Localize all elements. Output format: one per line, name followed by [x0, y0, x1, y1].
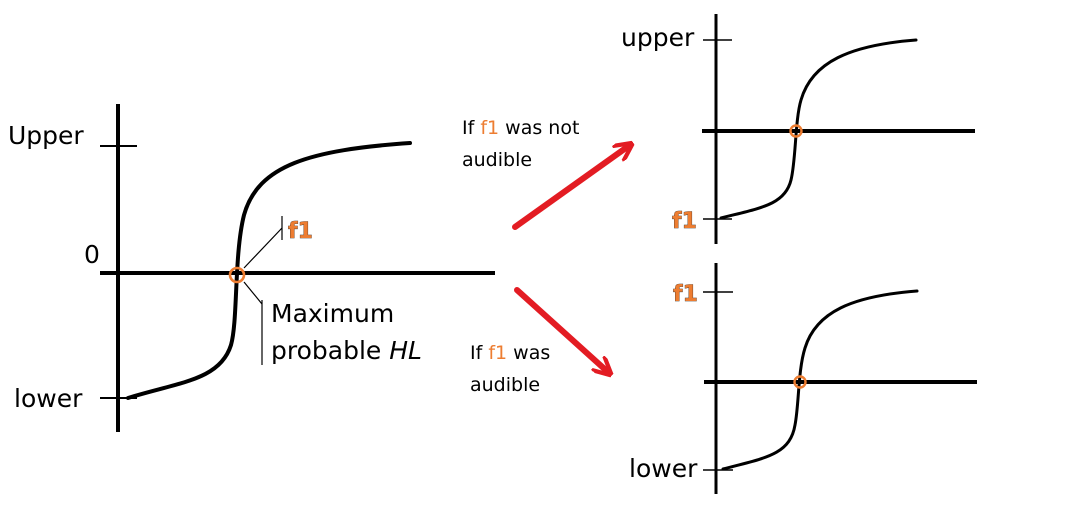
branch-arrows [512, 145, 630, 373]
arrow-to-bottom-plot [514, 287, 609, 373]
bottom-plot: f1 lower [629, 263, 977, 494]
branch-audible-f1: f1 [488, 342, 507, 364]
branch-not-audible-line1: If f1 was not [462, 117, 579, 139]
main-max-label-line2: probable HL [271, 336, 422, 365]
main-plot: Upper 0 lower f1 Maximum probable HL [8, 104, 495, 432]
main-f1-leader-line [243, 227, 283, 269]
branch-audible-suffix: was [507, 342, 550, 364]
branch-audible-prefix: If [470, 342, 488, 364]
top-plot: upper f1 [621, 14, 975, 244]
bottom-lower-label: lower [629, 454, 698, 483]
top-intersection-marker [789, 124, 803, 138]
main-intersection-marker [228, 266, 246, 284]
bottom-upper-label: f1 [673, 282, 698, 307]
main-max-label-hl: HL [389, 336, 422, 365]
arrow-to-top-plot [512, 145, 630, 230]
branch-not-audible-f1: f1 [480, 117, 499, 139]
main-upper-label: Upper [8, 121, 84, 150]
main-zero-label: 0 [84, 240, 100, 269]
branch-audible-line1: If f1 was [470, 342, 550, 364]
branch-audible-line2: audible [470, 374, 540, 396]
branch-not-audible-prefix: If [462, 117, 480, 139]
main-lower-label: lower [14, 384, 83, 413]
top-upper-label: upper [621, 23, 695, 52]
main-f1-label: f1 [288, 219, 313, 244]
branch-not-audible-text: If f1 was not audible [462, 117, 579, 171]
main-max-label-prefix: probable [271, 336, 389, 365]
branch-not-audible-line2: audible [462, 149, 532, 171]
branch-audible-text: If f1 was audible [470, 342, 550, 396]
branch-not-audible-suffix: was not [499, 117, 579, 139]
top-lower-label: f1 [672, 209, 697, 234]
bottom-intersection-marker [793, 375, 807, 389]
main-hl-leader-line [243, 281, 263, 305]
main-max-label-line1: Maximum [271, 299, 394, 328]
bottom-sigmoid-curve [721, 289, 919, 471]
